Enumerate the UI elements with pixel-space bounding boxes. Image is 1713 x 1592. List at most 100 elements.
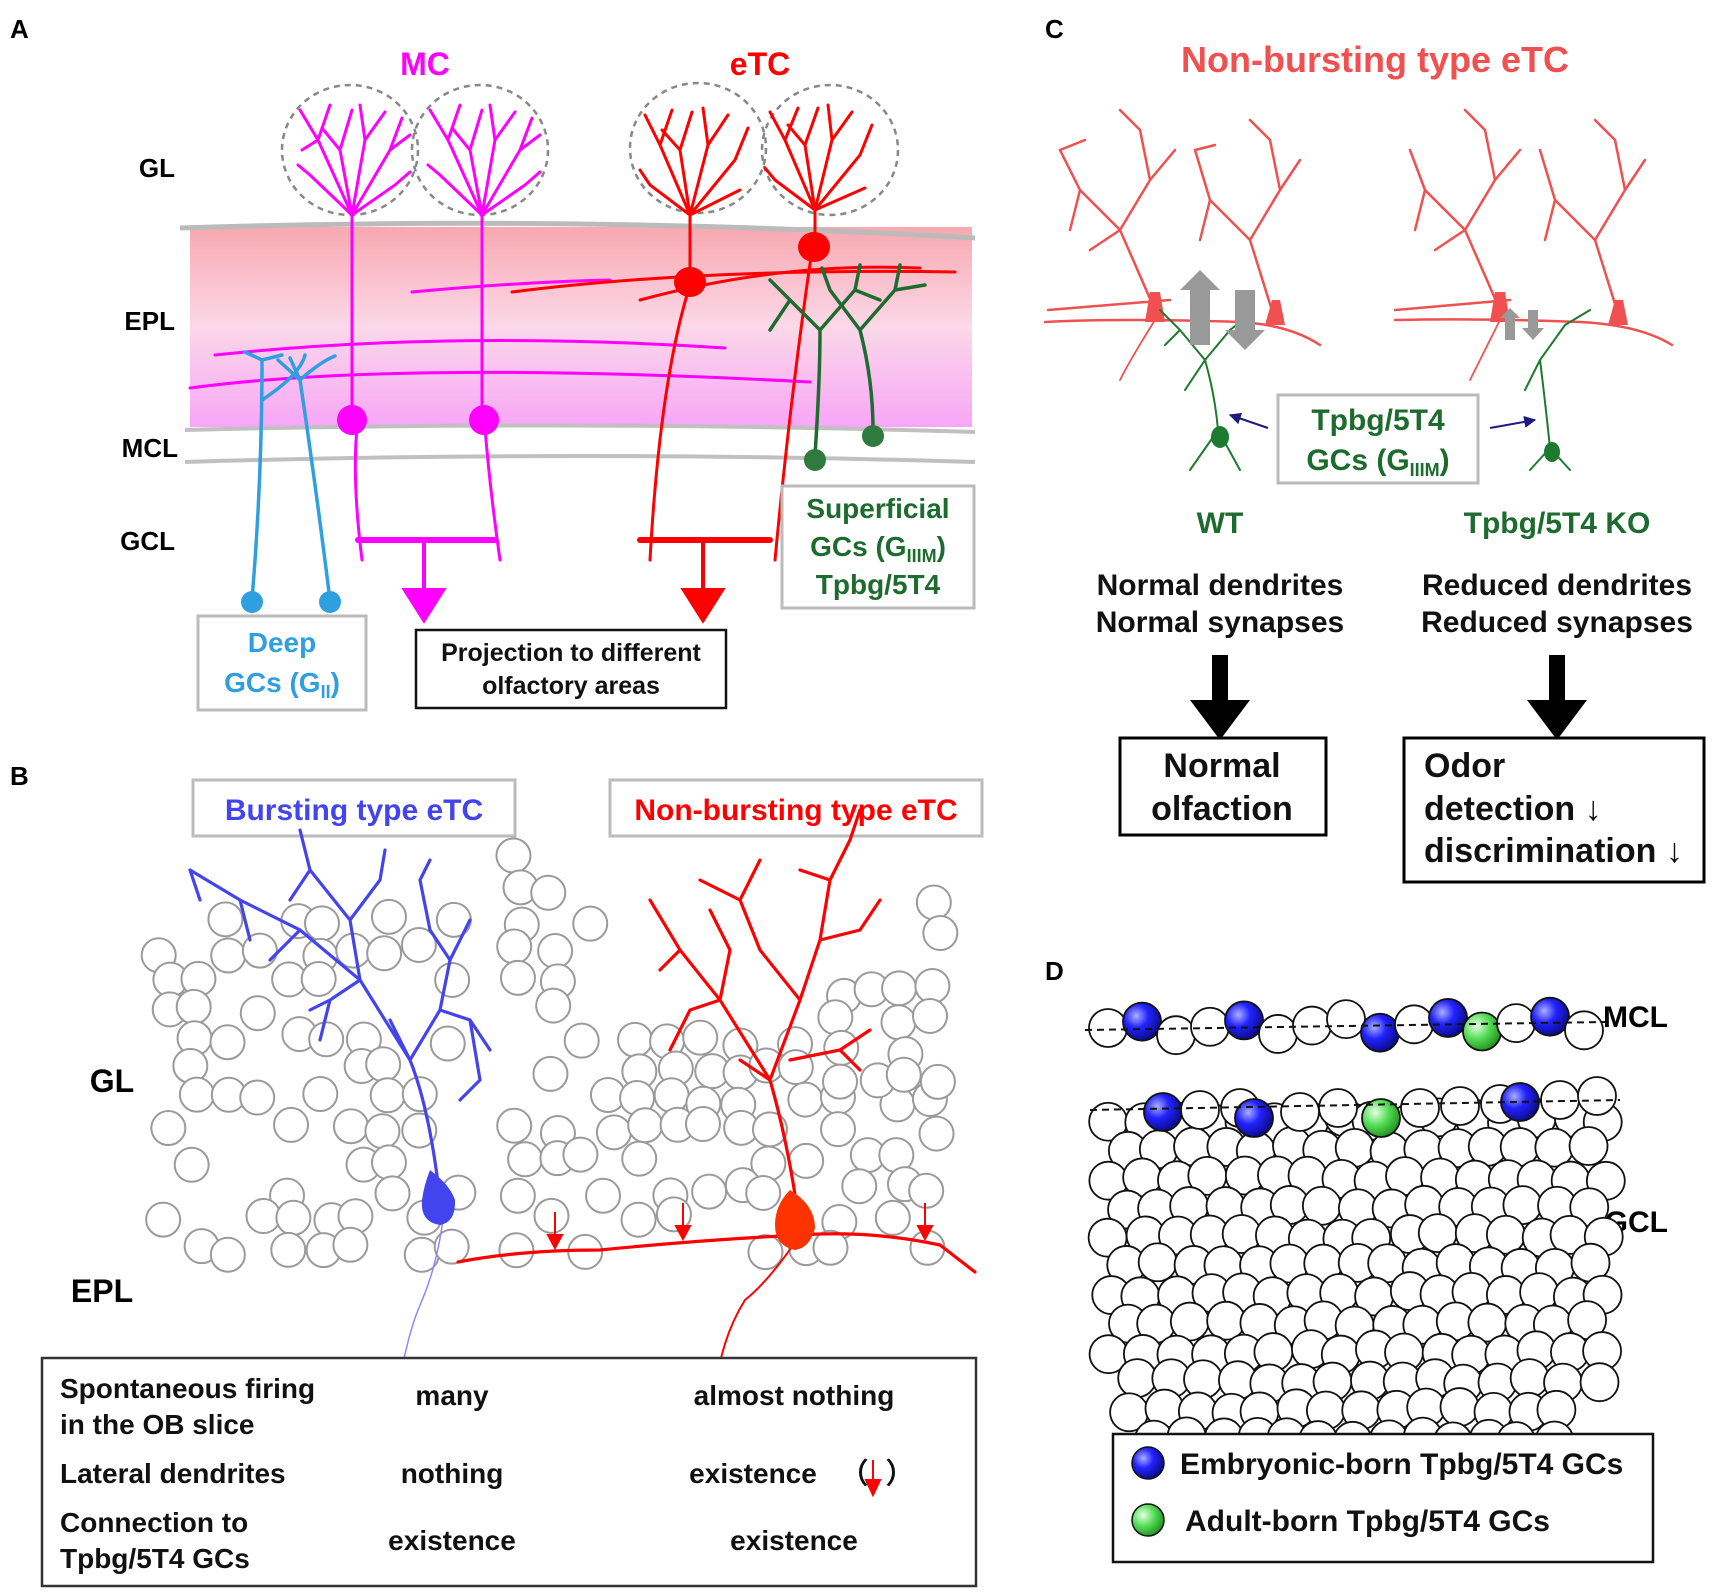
- mcl-cell: [1156, 1015, 1196, 1056]
- gl-boundary-line: [179, 220, 976, 241]
- periglomerular-cell: [922, 915, 959, 952]
- gcl-embryonic-gc: [1500, 1082, 1540, 1122]
- layer-mcl-label: MCL: [122, 433, 178, 463]
- deep-gcs: [243, 350, 337, 602]
- table-rows: Spontaneous firing in the OB slice many …: [60, 1373, 914, 1574]
- ko-tpbg-gc: [1524, 309, 1591, 471]
- row2-label: Lateral dendrites: [60, 1458, 286, 1489]
- periglomerular-cell: [496, 1107, 533, 1144]
- lateral-arrow-3: [916, 1203, 934, 1242]
- periglomerular-cell: [302, 1076, 339, 1113]
- gcl-cell: [1206, 1300, 1247, 1341]
- wt-gc-pointer: [1228, 412, 1269, 429]
- lateral-dendrite-arrows: [546, 1203, 934, 1251]
- ko-outcome-line3: discrimination ↓: [1424, 832, 1683, 870]
- wt-outcome-line2: olfaction: [1151, 790, 1293, 828]
- deep-gc-line1: Deep: [248, 627, 316, 658]
- ko-gc-soma: [1544, 442, 1560, 462]
- ko-label: Tpbg/5T4 KO: [1464, 507, 1651, 540]
- mcl-boundary-bottom: [184, 454, 976, 464]
- ko-outcome-line1: Odor: [1424, 747, 1505, 785]
- mcl-embryonic-gc: [1122, 1001, 1162, 1042]
- nonbursting-label: Non-bursting type eTC: [634, 794, 957, 827]
- superficial-gc-soma-1: [804, 449, 826, 471]
- periglomerular-cell: [303, 905, 340, 942]
- etc-projection-arrow: [680, 540, 726, 624]
- periglomerular-cell: [370, 1144, 407, 1181]
- periglomerular-cell: [332, 1108, 369, 1145]
- mc-soma-1: [337, 405, 367, 435]
- periglomerular-cell: [585, 1177, 622, 1214]
- periglomerular-cell: [209, 1024, 246, 1061]
- periglomerular-cell: [788, 1142, 825, 1179]
- periglomerular-cell: [366, 935, 403, 972]
- mcl-embryonic-gc: [1530, 996, 1570, 1037]
- periglomerular-cell: [178, 1076, 215, 1113]
- layer-epl-label: EPL: [124, 306, 175, 336]
- periglomerular-cell: [787, 1081, 824, 1118]
- gcl-cell: [1509, 1358, 1550, 1398]
- comparison-table: [40, 1356, 978, 1588]
- panel-c: C Non-bursting type eTC: [1043, 14, 1706, 884]
- panel-d-mcl-label: MCL: [1603, 1001, 1668, 1034]
- periglomerular-cell: [653, 1077, 690, 1114]
- gcl-cell: [1180, 1090, 1220, 1130]
- ko-etc-soma-2: [1608, 300, 1628, 325]
- deep-gc-label-box: [196, 614, 368, 712]
- gcl-adult-gc: [1361, 1098, 1401, 1138]
- gcl-cell: [1280, 1092, 1320, 1132]
- superficial-gcs: [768, 263, 927, 457]
- mcl-cell: [1190, 1006, 1230, 1047]
- periglomerular-cell: [207, 901, 244, 938]
- row2-paren-close: ）: [886, 1457, 914, 1489]
- periglomerular-cell: [530, 874, 567, 911]
- superficial-gc-line2: GCs (GIIIM): [810, 531, 946, 566]
- row2-lateral-arrow-icon: [864, 1460, 882, 1498]
- wt-etc-soma-2: [1265, 300, 1285, 325]
- bursting-soma: [421, 1170, 456, 1225]
- bursting-label-box: [191, 778, 517, 838]
- panel-b-gl-label: GL: [90, 1063, 134, 1099]
- gcl-cell: [1568, 1126, 1609, 1166]
- gcl-cell: [1440, 1086, 1480, 1126]
- superficial-gc-line3: Tpbg/5T4: [816, 569, 941, 600]
- row1-nonbursting: almost nothing: [694, 1380, 895, 1411]
- layer-gl-label: GL: [139, 153, 175, 183]
- periglomerular-cell: [617, 1021, 654, 1058]
- row2-nonbursting: existence: [689, 1458, 817, 1489]
- etc-label: eTC: [730, 46, 790, 82]
- periglomerular-cell: [885, 1056, 922, 1093]
- ko-outcome-line2: detection ↓: [1424, 790, 1602, 828]
- mcl-cell-row: [1088, 996, 1604, 1056]
- gcl-cell: [1318, 1088, 1358, 1128]
- periglomerular-cell: [745, 1174, 782, 1211]
- periglomerular-cell: [817, 999, 854, 1036]
- wt-outcome-line1: Normal: [1163, 747, 1280, 785]
- mcl-cell: [1258, 1014, 1298, 1054]
- mc-label: MC: [400, 46, 450, 82]
- periglomerular-cell: [911, 997, 948, 1034]
- legend-embryonic-label: Embryonic-born Tpbg/5T4 GCs: [1180, 1448, 1623, 1481]
- periglomerular-cell: [499, 1177, 536, 1214]
- tpbg-gc-line2: GCs (GIIIM): [1306, 444, 1449, 480]
- periglomerular-cell: [300, 960, 337, 997]
- wt-desc2: Normal synapses: [1096, 606, 1344, 639]
- periglomerular-cell: [498, 1232, 535, 1269]
- mcl-cell: [1564, 1010, 1604, 1051]
- gcl-dashed-line: [1089, 1099, 1621, 1111]
- superficial-gc-soma-2: [862, 425, 884, 447]
- ko-up-arrow-icon: [1500, 308, 1520, 340]
- bursting-etc-neuron: [188, 828, 492, 1411]
- ko-gc-pointer: [1489, 415, 1537, 429]
- row3-nonbursting: existence: [730, 1525, 858, 1556]
- row1-label-line2: in the OB slice: [60, 1409, 255, 1440]
- periglomerular-cell: [874, 1199, 911, 1236]
- periglomerular-cell: [374, 1175, 411, 1212]
- lateral-arrow-2: [674, 1203, 692, 1242]
- periglomerular-cells: [140, 837, 959, 1273]
- periglomerular-cell: [275, 1199, 312, 1236]
- periglomerular-cell: [535, 987, 572, 1024]
- periglomerular-cell: [812, 1229, 849, 1266]
- nonbursting-soma: [775, 1190, 815, 1250]
